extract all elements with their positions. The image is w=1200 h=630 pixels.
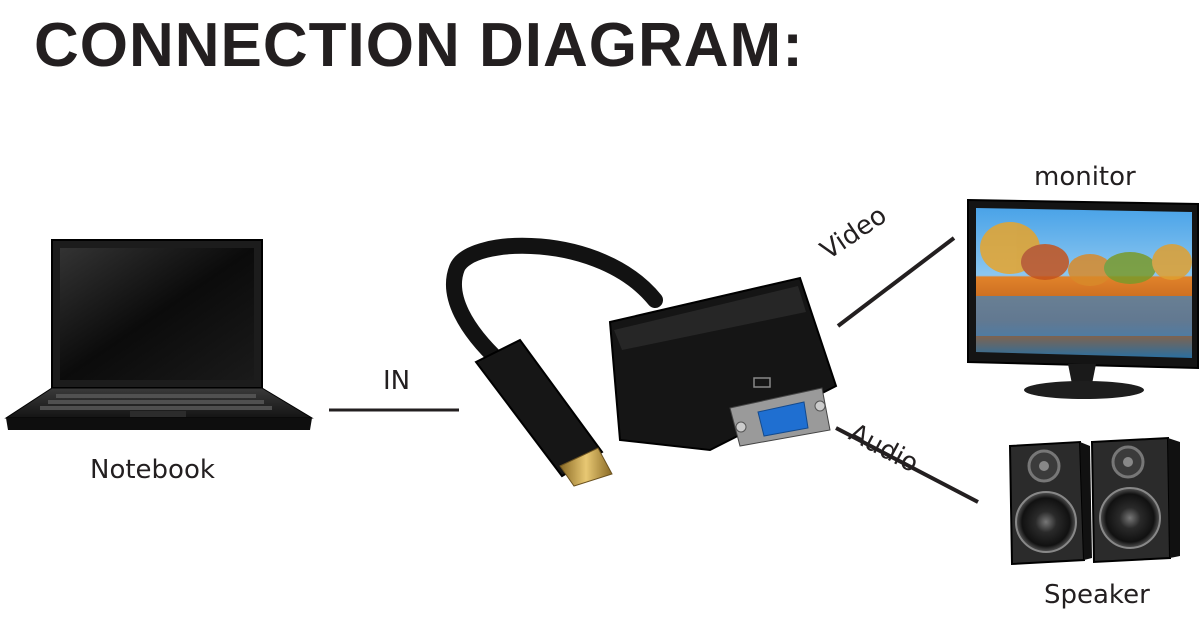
in-label: IN (383, 366, 411, 396)
notebook-label: Notebook (90, 455, 215, 485)
monitor-image (967, 198, 1199, 399)
monitor-label: monitor (1034, 162, 1136, 192)
speaker-image (1008, 436, 1180, 566)
video-line (836, 236, 956, 328)
notebook-image (4, 239, 314, 430)
diagram-title: CONNECTION DIAGRAM: (34, 11, 804, 80)
speaker-label: Speaker (1044, 580, 1150, 610)
audio-line (835, 426, 979, 504)
adapter-image (445, 237, 838, 487)
